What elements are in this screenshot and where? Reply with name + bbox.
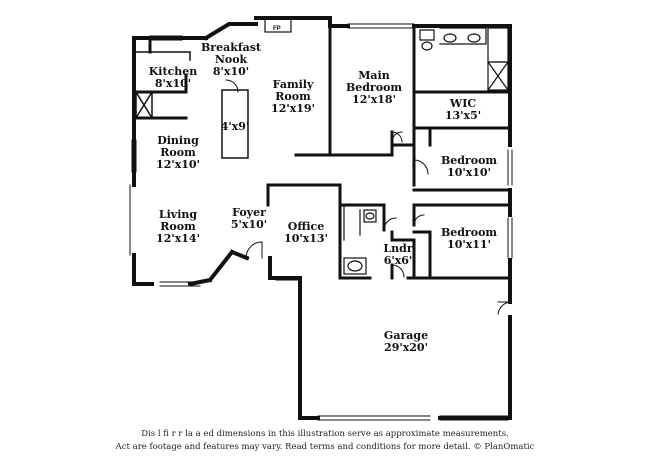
room-name: Main (358, 69, 390, 82)
room-name: WIC (449, 97, 477, 110)
room-label-dining-room: Dining Room 12'x10' (156, 135, 200, 171)
disclaimer-line-1: Dis l fi r r la a ed dimensions in this … (141, 429, 509, 439)
room-name: Office (287, 220, 325, 233)
room-name: Kitchen (148, 65, 198, 78)
room-label-bedroom-3: Bedroom 10'x11' (441, 227, 497, 251)
room-size: 6'x6' (383, 254, 413, 267)
room-size: 10'x13' (284, 232, 328, 245)
room-label-living-room: Living Room 12'x14' (156, 209, 200, 245)
room-name: Room (160, 220, 196, 233)
room-label-main-bedroom: Main Bedroom 12'x18' (346, 70, 402, 106)
kitchen-counters (133, 51, 249, 159)
fixtures (264, 17, 509, 275)
room-size: 4'x9' (220, 120, 250, 133)
room-size: 29'x20' (384, 341, 428, 354)
room-name: Dining (157, 134, 199, 147)
room-size: 13'x5' (444, 109, 482, 122)
room-name: Family (272, 78, 314, 91)
room-size: 12'x18' (352, 93, 396, 106)
room-name: Breakfast (201, 41, 261, 54)
room-name: Bedroom (440, 154, 498, 167)
room-label-kitchen: Kitchen 8'x10' (149, 66, 198, 90)
room-label-island: 4'x9' (221, 121, 250, 133)
room-label-laundry: Lndr 6'x6' (383, 243, 412, 267)
room-name: Room (160, 146, 196, 159)
room-name: Bedroom (345, 81, 403, 94)
room-size: 8'x10' (154, 77, 192, 90)
room-name: Living (158, 208, 198, 221)
room-size: 12'x14' (156, 232, 200, 245)
room-size: 12'x19' (271, 102, 315, 115)
room-size: 8'x10' (212, 65, 250, 78)
exterior-walls (132, 16, 512, 420)
room-name: Nook (214, 53, 248, 66)
interior-walls (132, 24, 512, 280)
room-size: 5'x10' (230, 218, 268, 231)
room-label-wic: WIC 13'x5' (445, 98, 481, 122)
windows (131, 23, 513, 421)
doors (129, 79, 511, 315)
room-label-breakfast-nook: Breakfast Nook 8'x10' (201, 42, 261, 78)
room-size: 10'x11' (447, 238, 491, 251)
disclaimer-text: Dis l fi r r la a ed dimensions in this … (0, 428, 650, 454)
room-size: 12'x10' (156, 158, 200, 171)
room-label-family-room: Family Room 12'x19' (271, 79, 315, 115)
room-name: Room (275, 90, 311, 103)
room-size: 10'x10' (447, 166, 491, 179)
disclaimer-line-2: Act are footage and features may vary. R… (115, 442, 535, 452)
room-label-office: Office 10'x13' (284, 221, 328, 245)
fireplace-label: FP (273, 26, 281, 32)
room-label-foyer: Foyer 5'x10' (231, 207, 267, 231)
room-label-garage: Garage 29'x20' (384, 330, 428, 354)
room-name: Garage (383, 329, 429, 342)
room-name: Foyer (232, 206, 266, 219)
room-name: Bedroom (440, 226, 498, 239)
room-label-bedroom-2: Bedroom 10'x10' (441, 155, 497, 179)
room-name: Lndr (383, 242, 413, 255)
